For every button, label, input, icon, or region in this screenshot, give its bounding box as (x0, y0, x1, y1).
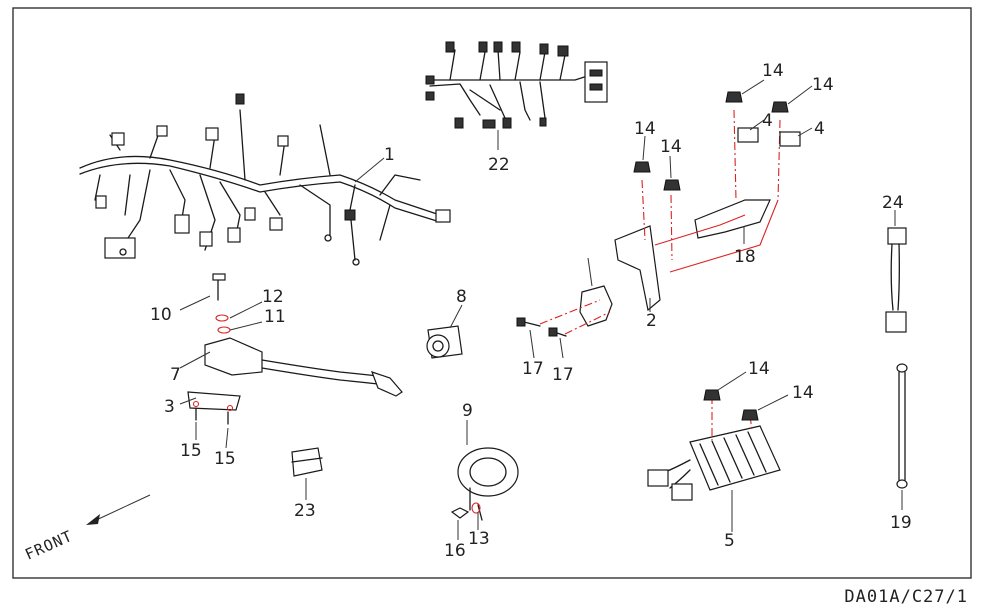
part-9-horn (450, 447, 519, 521)
part-19-ground-cable (896, 363, 908, 489)
diagram-code: DA01A/C27/1 (844, 587, 968, 607)
callout-9: 9 (462, 401, 473, 421)
part-2-mounting-bracket (516, 225, 661, 337)
part-1-main-wire-harness (79, 93, 451, 266)
front-label: FRONT (22, 527, 75, 564)
callout-14-f: 14 (792, 383, 814, 403)
callout-11: 11 (264, 307, 286, 327)
part-24-lead-wire (885, 227, 907, 333)
callout-5: 5 (724, 531, 735, 551)
callout-14-d: 14 (812, 75, 834, 95)
callout-2: 2 (646, 311, 657, 331)
callout-8: 8 (456, 287, 467, 307)
callout-14-e: 14 (748, 359, 770, 379)
callout-14-a: 14 (634, 119, 656, 139)
callout-1: 1 (384, 145, 395, 165)
callout-labels: 1 2 3 4 4 5 7 8 9 10 11 12 13 14 14 14 1… (150, 61, 912, 561)
callout-10: 10 (150, 305, 172, 325)
part-5-regulator-rectifier (647, 389, 781, 501)
callout-15-b: 15 (214, 449, 236, 469)
part-18-bracket (633, 91, 801, 273)
callout-22: 22 (488, 155, 510, 175)
callout-14-c: 14 (762, 61, 784, 81)
callout-4-a: 4 (762, 111, 773, 131)
part-8-starter-relay (426, 325, 463, 359)
callout-17-a: 17 (522, 359, 544, 379)
callout-23: 23 (294, 501, 316, 521)
callout-3: 3 (164, 397, 175, 417)
leader-lines (179, 79, 903, 540)
callout-14-b: 14 (660, 137, 682, 157)
callout-15-a: 15 (180, 441, 202, 461)
part-22-sub-harness (425, 41, 608, 129)
callout-24: 24 (882, 193, 904, 213)
callout-13: 13 (468, 529, 490, 549)
callout-12: 12 (262, 287, 284, 307)
callout-18: 18 (734, 247, 756, 267)
callout-7: 7 (170, 365, 181, 385)
front-direction-arrow: FRONT (22, 494, 151, 564)
diagram-frame (12, 7, 972, 579)
part-23-relay (291, 447, 323, 477)
callout-16: 16 (444, 541, 466, 561)
callout-4-b: 4 (814, 119, 825, 139)
callout-17-b: 17 (552, 365, 574, 385)
callout-19: 19 (890, 513, 912, 533)
part-7-ignition-coil (187, 273, 403, 425)
